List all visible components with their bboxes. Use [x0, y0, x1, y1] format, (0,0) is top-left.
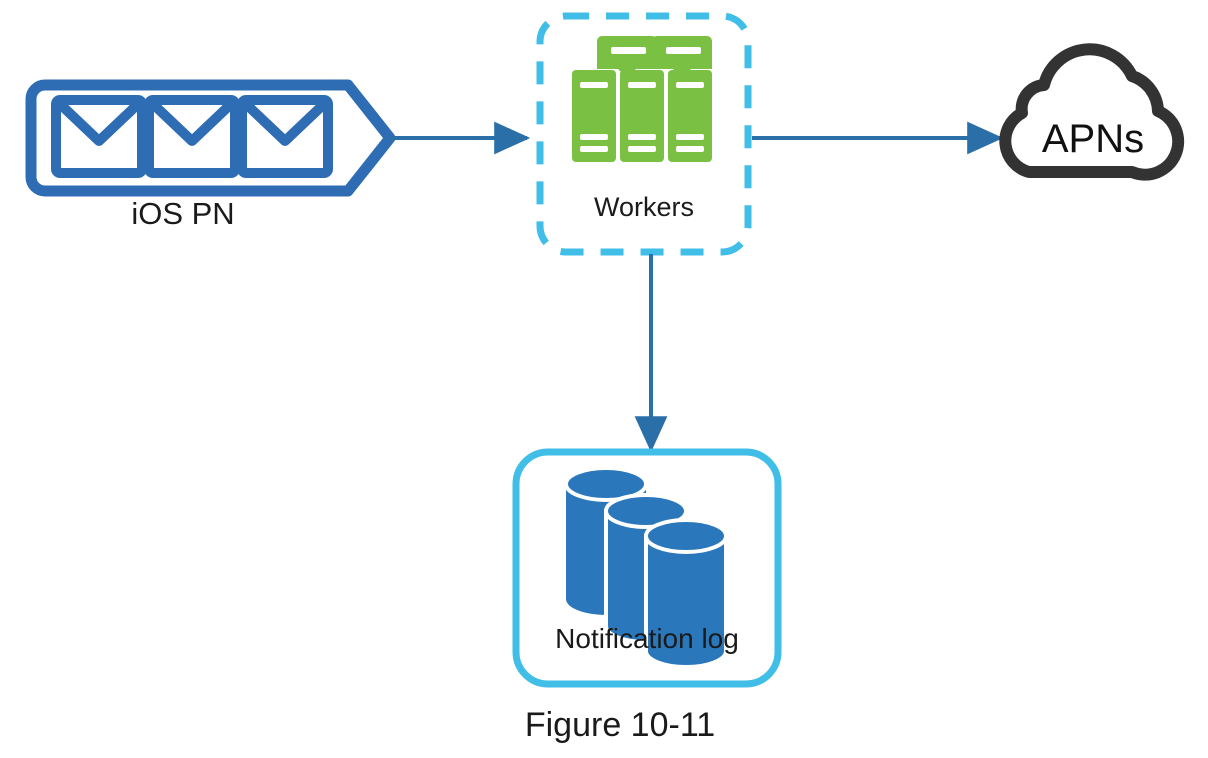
envelope-icon [51, 95, 147, 178]
workers-label: Workers [594, 192, 694, 222]
figure-caption: Figure 10-11 [525, 706, 715, 744]
database-cylinder [644, 518, 728, 669]
apns-label: APNs [1042, 117, 1144, 161]
node-workers[interactable]: Workers [536, 12, 752, 256]
node-apns[interactable]: APNs [999, 43, 1185, 181]
envelope-icon [144, 95, 240, 178]
database-stack-icon [564, 466, 728, 669]
server-rack-icon [572, 36, 712, 162]
cloud-icon [999, 43, 1185, 181]
node-notification-log[interactable]: Notification log [512, 448, 782, 688]
notification-log-label: Notification log [555, 623, 739, 654]
node-ios-pn[interactable]: iOS PN [25, 79, 396, 231]
envelope-icon [237, 95, 333, 178]
ios-pn-label: iOS PN [131, 196, 234, 231]
banner-arrow-shape [25, 79, 396, 197]
